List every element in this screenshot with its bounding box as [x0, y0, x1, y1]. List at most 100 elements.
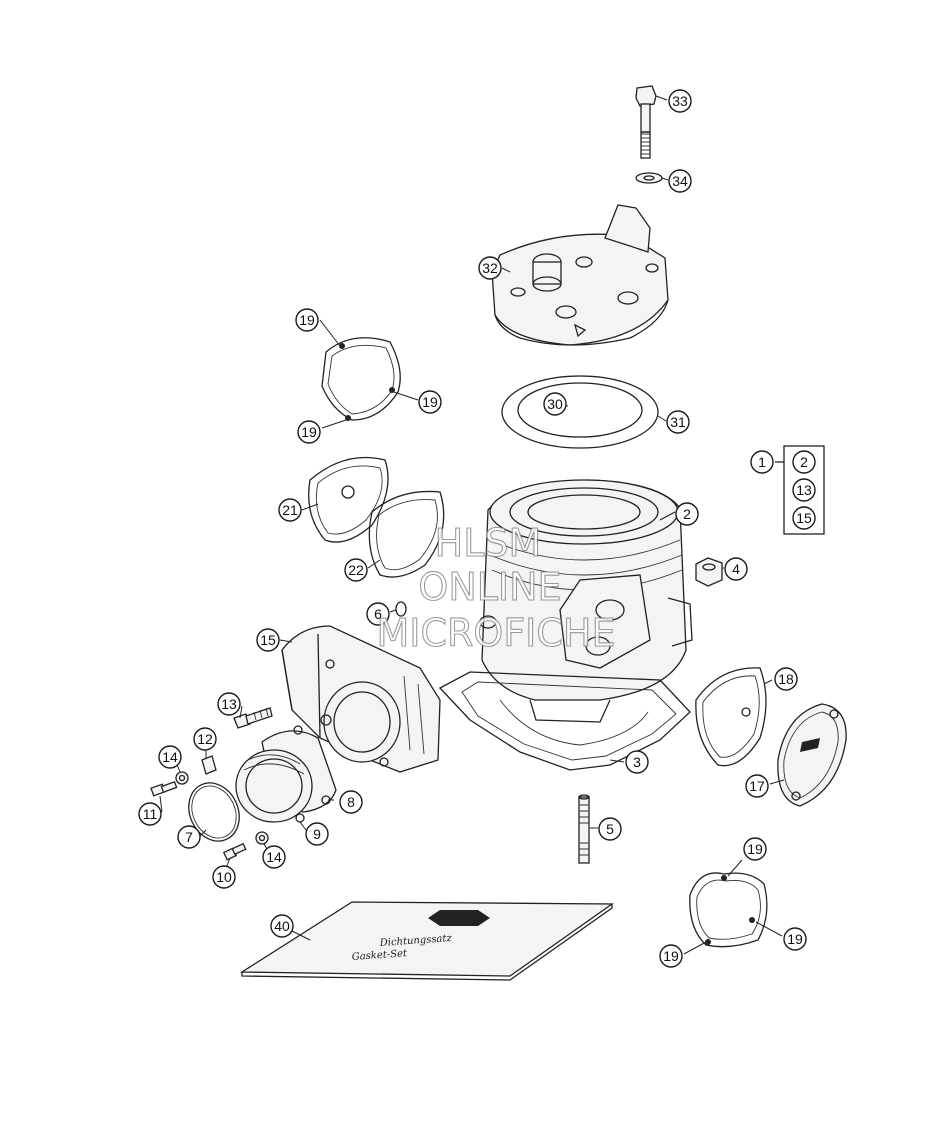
svg-text:14: 14 [162, 749, 178, 765]
head-gasket-outer [501, 375, 659, 449]
callout-19-f: 19 [783, 927, 807, 951]
watermark-line-2: ONLINE [418, 565, 561, 609]
cylinder [479, 479, 693, 723]
svg-text:5: 5 [606, 821, 614, 837]
gasket-21 [308, 456, 389, 543]
power-valve-housing [281, 625, 441, 773]
callout-19-c: 19 [297, 420, 321, 444]
booklet-title-line1: Dichtungssatz [378, 933, 452, 949]
svg-text:15: 15 [260, 632, 276, 648]
kit-bracket [775, 445, 825, 535]
watermark-line-1: HLSM [435, 521, 542, 565]
callout-19-a: 19 [295, 308, 319, 332]
svg-text:40: 40 [274, 918, 290, 934]
bracket-12 [201, 755, 217, 775]
svg-text:8: 8 [347, 794, 355, 810]
svg-text:30: 30 [547, 396, 563, 412]
callout-31: 31 [666, 410, 690, 434]
cylinder-head [491, 204, 669, 346]
cover-gasket-bottom [689, 872, 768, 948]
callout-17: 17 [745, 774, 769, 798]
callout-9: 9 [305, 822, 329, 846]
callout-6: 6 [366, 602, 390, 626]
svg-text:2: 2 [683, 506, 691, 522]
callout-19-e: 19 [659, 944, 683, 968]
svg-text:12: 12 [197, 731, 213, 747]
callout-5: 5 [598, 817, 622, 841]
callout-15: 15 [256, 628, 280, 652]
svg-text:32: 32 [482, 260, 498, 276]
callout-40: 40 [270, 914, 294, 938]
svg-text:19: 19 [299, 312, 315, 328]
callout-30: 30 [543, 392, 567, 416]
callout-19-d: 19 [743, 837, 767, 861]
screw-10 [222, 842, 247, 861]
callout-14-a: 14 [158, 745, 182, 769]
watermark: HLSM ONLINE MICROFICHE [376, 520, 616, 655]
callout-kit-13: 13 [792, 478, 816, 502]
washer-14-lower [255, 831, 269, 845]
svg-text:15: 15 [796, 510, 812, 526]
svg-text:18: 18 [778, 671, 794, 687]
svg-text:6: 6 [374, 606, 382, 622]
callout-22: 22 [344, 558, 368, 582]
callout-13: 13 [217, 692, 241, 716]
svg-text:19: 19 [787, 931, 803, 947]
svg-text:19: 19 [747, 841, 763, 857]
nut [695, 557, 723, 587]
svg-text:19: 19 [422, 394, 438, 410]
svg-text:21: 21 [282, 502, 298, 518]
callout-2: 2 [675, 502, 699, 526]
callout-3: 3 [625, 750, 649, 774]
callout-11: 11 [138, 802, 162, 826]
exhaust-flange [235, 725, 337, 823]
svg-text:11: 11 [143, 806, 158, 822]
svg-text:19: 19 [301, 424, 317, 440]
svg-text:13: 13 [221, 696, 237, 712]
callout-21: 21 [278, 498, 302, 522]
svg-text:7: 7 [185, 829, 193, 845]
callout-10: 10 [212, 865, 236, 889]
booklet-title-line2: Gasket-Set [351, 948, 408, 963]
svg-text:13: 13 [796, 482, 812, 498]
screw-11 [150, 780, 178, 797]
callout-33: 33 [668, 89, 692, 113]
svg-text:1: 1 [758, 454, 766, 470]
stud [578, 794, 590, 864]
cover-17 [777, 703, 847, 807]
head-gasket-inner [517, 382, 643, 438]
cover-gasket-top [321, 337, 401, 421]
o-ring-7 [188, 782, 240, 842]
callout-19-b: 19 [418, 390, 442, 414]
svg-text:2: 2 [800, 454, 808, 470]
screw-13 [233, 707, 273, 729]
callout-32: 32 [478, 256, 502, 280]
watermark-line-3: MICROFICHE [376, 611, 615, 655]
callout-34: 34 [668, 169, 692, 193]
gasket-18 [695, 667, 767, 767]
svg-text:14: 14 [266, 849, 282, 865]
callout-1: 1 [750, 450, 774, 474]
o-ring-6 [395, 601, 407, 617]
bolt-washer [635, 172, 663, 184]
callout-14-b: 14 [262, 845, 286, 869]
svg-text:33: 33 [672, 93, 688, 109]
svg-text:22: 22 [348, 562, 364, 578]
callout-kit-15: 15 [792, 506, 816, 530]
callout-8: 8 [339, 790, 363, 814]
svg-text:17: 17 [749, 778, 765, 794]
leader-lines [159, 95, 785, 955]
svg-text:31: 31 [670, 414, 686, 430]
head-bolt [635, 85, 657, 159]
callout-4: 4 [724, 557, 748, 581]
callout-12: 12 [193, 727, 217, 751]
callout-kit-2: 2 [792, 450, 816, 474]
callout-18: 18 [774, 667, 798, 691]
svg-text:10: 10 [216, 869, 232, 885]
callout-7: 7 [177, 825, 201, 849]
svg-text:3: 3 [633, 754, 641, 770]
svg-text:4: 4 [732, 561, 740, 577]
svg-text:19: 19 [663, 948, 679, 964]
svg-text:34: 34 [672, 173, 688, 189]
gasket-22 [368, 490, 445, 578]
